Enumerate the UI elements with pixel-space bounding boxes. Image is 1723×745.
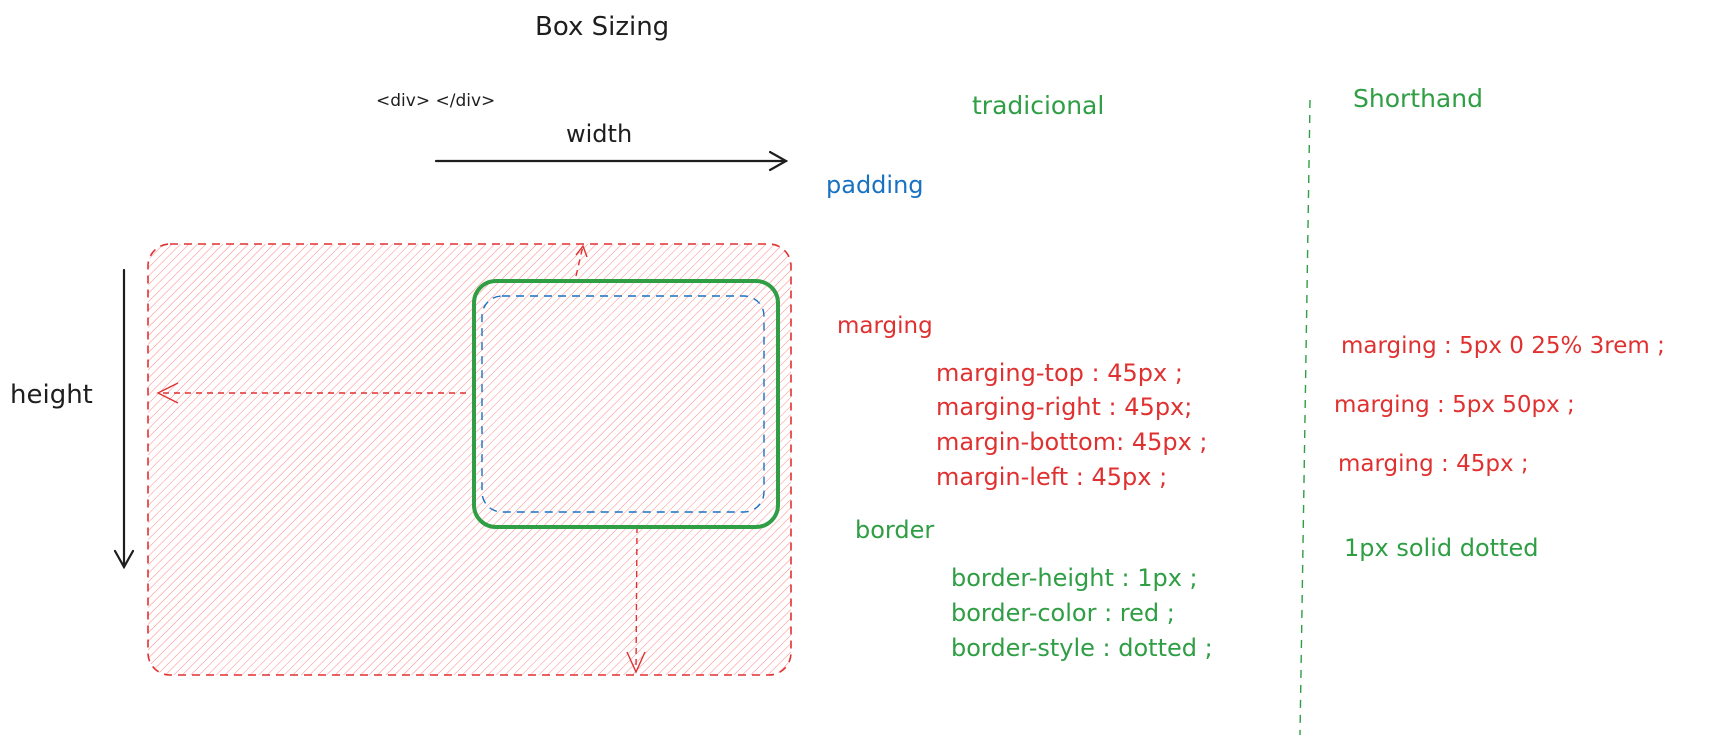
traditional-margin-line: marging-right : 45px; <box>936 393 1192 421</box>
border-box <box>472 279 780 529</box>
diagram-title: Box Sizing <box>535 12 669 42</box>
traditional-border-label: border <box>855 516 934 544</box>
traditional-margin-line: marging-top : 45px ; <box>936 359 1183 387</box>
margin-arrow-bottom <box>626 526 646 674</box>
padding-label: padding <box>826 171 924 199</box>
traditional-border-line: border-style : dotted ; <box>951 634 1213 662</box>
traditional-margin-line: margin-bottom: 45px ; <box>936 428 1208 456</box>
section-divider <box>1299 99 1311 736</box>
height-label: height <box>10 380 93 410</box>
traditional-margin-line: margin-left : 45px ; <box>936 463 1167 491</box>
shorthand-margin-line: marging : 45px ; <box>1338 451 1529 477</box>
element-tag-label: <div> </div> <box>376 91 495 111</box>
height-arrow <box>113 268 135 570</box>
padding-box <box>481 295 765 513</box>
traditional-border-line: border-height : 1px ; <box>951 564 1198 592</box>
traditional-heading: tradicional <box>972 91 1104 120</box>
width-arrow <box>434 150 789 172</box>
shorthand-border-line: 1px solid dotted <box>1344 534 1538 562</box>
margin-arrow-top <box>575 244 588 277</box>
width-label: width <box>566 120 632 148</box>
shorthand-margin-line: marging : 5px 50px ; <box>1334 392 1575 418</box>
shorthand-heading: Shorthand <box>1353 84 1483 113</box>
traditional-border-line: border-color : red ; <box>951 599 1175 627</box>
shorthand-margin-line: marging : 5px 0 25% 3rem ; <box>1341 333 1665 359</box>
margin-area <box>147 243 792 676</box>
traditional-margin-label: marging <box>837 313 933 339</box>
margin-arrow-left <box>156 382 466 404</box>
